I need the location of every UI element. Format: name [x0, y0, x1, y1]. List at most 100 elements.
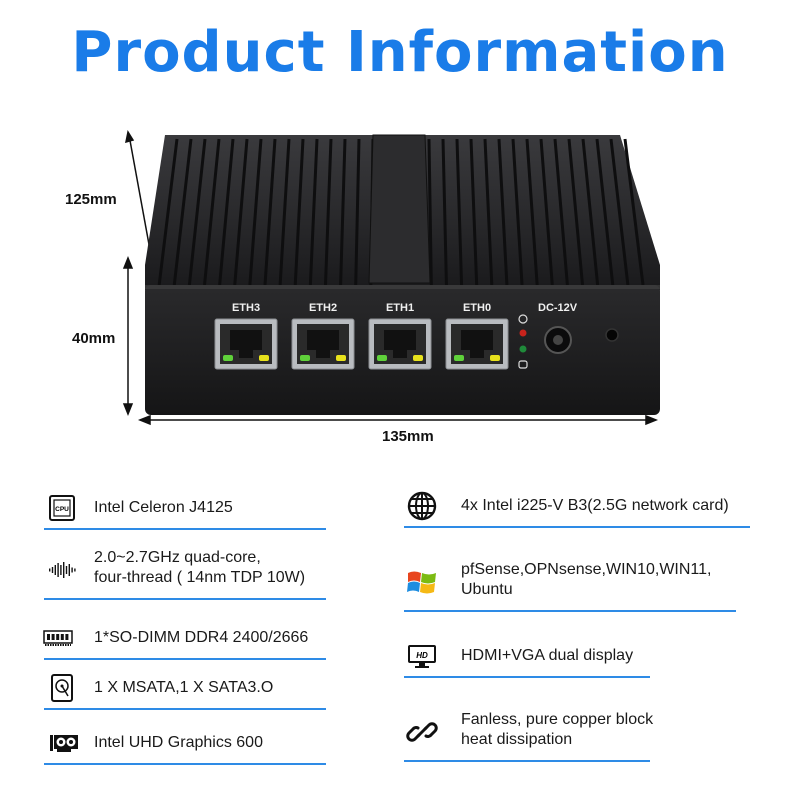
divider-line: [44, 528, 326, 530]
heatsink-fin: [441, 138, 448, 286]
port-led-yellow: [336, 355, 346, 361]
disk-indicator-icon: [518, 360, 528, 369]
heatsink-fin: [525, 138, 539, 286]
chain-link-icon: [406, 716, 438, 748]
power-label: DC-12V: [538, 302, 578, 314]
divider-line: [44, 763, 326, 765]
ethernet-ports: ETH3 ETH2 ETH1 ETH0: [214, 302, 509, 370]
divider-line: [404, 526, 750, 528]
heatsink-fin: [581, 138, 600, 286]
port-led-green: [223, 355, 233, 361]
spec-text: Ubuntu: [461, 581, 513, 598]
globe-network-icon: [406, 490, 438, 522]
port-label: ETH1: [386, 302, 414, 314]
heatsink-fin: [595, 138, 615, 286]
spec-text: Intel Celeron J4125: [94, 499, 233, 516]
hard-disk-icon: [46, 672, 78, 704]
reset-button[interactable]: [605, 328, 619, 342]
windows-logo-icon: [406, 566, 438, 598]
heatsink-fin: [339, 138, 347, 286]
heatsink-fin: [497, 138, 509, 286]
divider-line: [404, 610, 736, 612]
heatsink-fin: [511, 138, 524, 286]
spec-text: 2.0~2.7GHz quad-core,: [94, 549, 261, 566]
spec-text: Intel UHD Graphics 600: [94, 734, 263, 751]
hd-badge: HD: [416, 651, 428, 660]
port-latch: [316, 350, 330, 358]
port-led-yellow: [413, 355, 423, 361]
spec-text: 1*SO-DIMM DDR4 2400/2666: [94, 629, 309, 646]
dimension-height-top: 125mm: [65, 191, 117, 208]
divider-line: [44, 658, 326, 660]
heatsink-fin: [278, 138, 291, 286]
divider-line: [404, 760, 650, 762]
heatsink-fin: [567, 138, 585, 286]
divider-line: [404, 676, 650, 678]
port-contacts: [461, 330, 493, 350]
heatsink-fin: [248, 138, 263, 286]
ethernet-port-eth1[interactable]: ETH1: [368, 302, 432, 370]
ethernet-port-eth2[interactable]: ETH2: [291, 302, 355, 370]
spec-text: pfSense,OPNsense,WIN10,WIN11,: [461, 561, 712, 578]
port-led-green: [454, 355, 464, 361]
heatsink-fin: [187, 138, 207, 286]
port-label: ETH2: [309, 302, 337, 314]
graphics-card-icon: [48, 727, 80, 759]
memory-module-icon: [42, 622, 74, 654]
divider-line: [44, 708, 326, 710]
port-latch: [393, 350, 407, 358]
heatsink-fin: [323, 138, 333, 286]
frequency-wave-icon: [46, 554, 78, 586]
spec-text: Fanless, pure copper block: [461, 711, 654, 728]
front-panel-edge: [145, 285, 660, 289]
heatsink-fin: [354, 138, 361, 286]
cpu-icon: CPU: [46, 492, 78, 524]
heatsink-fin: [427, 138, 433, 286]
dc-jack-pin: [553, 335, 563, 345]
led-red: [519, 329, 527, 337]
port-label: ETH3: [232, 302, 260, 314]
hd-monitor-icon: HD: [406, 640, 438, 672]
status-indicators: [518, 314, 528, 369]
spec-text: HDMI+VGA dual display: [461, 647, 634, 664]
heatsink-fin: [233, 138, 249, 286]
power-bulb-icon: [518, 314, 528, 324]
port-label: ETH0: [463, 302, 491, 314]
led-green: [519, 345, 527, 353]
spec-text: four-thread ( 14nm TDP 10W): [94, 569, 306, 586]
heatsink-fin: [455, 138, 464, 286]
heatsink-fin: [263, 138, 277, 286]
port-contacts: [384, 330, 416, 350]
spec-text: 4x Intel i225-V B3(2.5G network card): [461, 497, 729, 514]
port-led-yellow: [490, 355, 500, 361]
heatsink-fin: [203, 138, 221, 286]
heatsink-fin: [469, 138, 479, 286]
port-led-green: [377, 355, 387, 361]
dimension-width: 135mm: [382, 428, 434, 445]
heatsink-fin: [609, 138, 630, 286]
heatsink-center-bar: [368, 134, 431, 284]
mini-pc-device: ETH3 ETH2 ETH1 ETH0 DC-12V: [145, 134, 660, 415]
dimension-height-bottom: 40mm: [72, 330, 116, 347]
port-contacts: [307, 330, 339, 350]
divider-line: [44, 598, 326, 600]
heatsink-fin: [553, 138, 569, 286]
port-latch: [470, 350, 484, 358]
ethernet-port-eth0[interactable]: ETH0: [445, 302, 509, 370]
heatsink-fin: [539, 138, 554, 286]
ethernet-port-eth3[interactable]: ETH3: [214, 302, 278, 370]
heatsink-fins: [157, 138, 645, 286]
heatsink-fin: [218, 138, 235, 286]
page-title: Product Information: [71, 20, 729, 85]
spec-text: 1 X MSATA,1 X SATA3.O: [94, 679, 274, 696]
spec-text: heat dissipation: [461, 731, 573, 748]
port-led-yellow: [259, 355, 269, 361]
port-latch: [239, 350, 253, 358]
heatsink-fin: [293, 138, 305, 286]
heatsink-fin: [157, 138, 179, 286]
heatsink-fin: [172, 138, 193, 286]
port-led-green: [300, 355, 310, 361]
heatsink-fin: [308, 138, 319, 286]
heatsink-fin: [483, 138, 494, 286]
heatsink-fin: [623, 138, 645, 286]
